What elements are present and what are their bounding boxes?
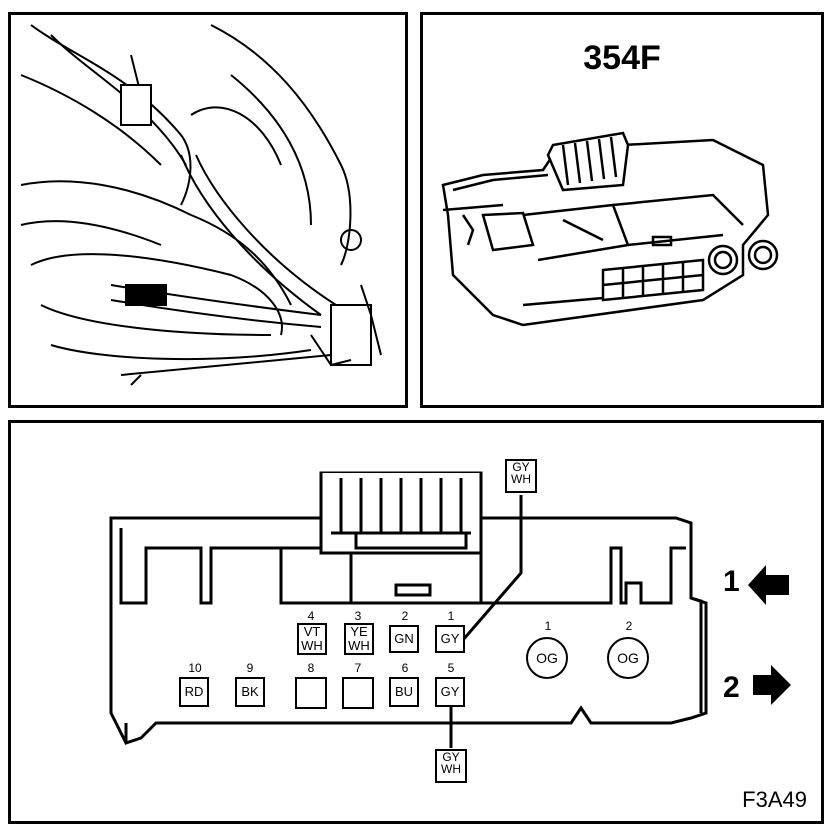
connector-3d-panel: 354F: [420, 12, 824, 408]
wire-tag-top: GY WH: [505, 459, 537, 493]
pin-5-label: GY: [440, 684, 460, 699]
round-pin-1: OG: [526, 637, 568, 679]
pin-number: 2: [401, 609, 409, 623]
connector-title: 354F: [583, 39, 661, 77]
pin-2-label: GN: [394, 631, 414, 646]
wire-tag-bottom: GY WH: [435, 749, 467, 783]
pin-9: BK: [235, 677, 265, 707]
pin-number: 5: [447, 661, 455, 675]
wire-tag-top-line2: WH: [511, 472, 531, 486]
pin-3-line1: YE: [350, 624, 368, 639]
pin-9-label: BK: [241, 684, 259, 699]
wire-tag-bottom-line2: WH: [441, 762, 461, 776]
pin-4-line1: VT: [303, 624, 321, 639]
seat-illustration-panel: [8, 12, 408, 408]
figure-code: F3A49: [742, 787, 807, 812]
round-pin-number: 1: [544, 619, 552, 633]
pin-6-label: BU: [394, 684, 414, 699]
pin-4: VT WH: [297, 623, 327, 655]
pin-7: [342, 677, 374, 709]
round-pin-1-label: OG: [536, 650, 558, 666]
round-pin-number: 2: [625, 619, 633, 633]
pin-number: 9: [246, 661, 254, 675]
pin-number: 8: [307, 661, 315, 675]
pin-number: 7: [354, 661, 362, 675]
pin-number: 4: [307, 609, 315, 623]
round-pin-2-label: OG: [617, 650, 639, 666]
pin-2: GN: [389, 625, 419, 653]
pin-number: 1: [447, 609, 455, 623]
pin-3: YE WH: [344, 623, 374, 655]
connector-face-outline: [109, 471, 708, 748]
pin-8: [295, 677, 327, 709]
pin-1-label: GY: [440, 631, 460, 646]
pin-4-line2: WH: [301, 638, 323, 653]
pin-1: GY: [435, 625, 465, 653]
view-2-number: 2: [723, 671, 740, 704]
pin-10: RD: [179, 677, 209, 707]
view-1-number: 1: [723, 565, 740, 598]
pin-3-line2: WH: [348, 638, 370, 653]
wire-tag-bottom-line1: GY: [442, 750, 460, 764]
connector-3d-drawing: [441, 131, 779, 327]
pin-number: 10: [188, 661, 202, 675]
pin-10-label: RD: [184, 684, 204, 699]
pin-5: GY: [435, 677, 465, 707]
wire-tag-top-line1: GY: [512, 460, 530, 474]
pin-number: 3: [354, 609, 362, 623]
seat-belt-illustration: [20, 24, 382, 386]
round-pin-2: OG: [607, 637, 649, 679]
pin-6: BU: [389, 677, 419, 707]
pinout-panel: GY WH GY WH 4 VT WH 3 YE WH 2 GN 1 GY 10…: [8, 420, 824, 824]
pin-number: 6: [401, 661, 409, 675]
